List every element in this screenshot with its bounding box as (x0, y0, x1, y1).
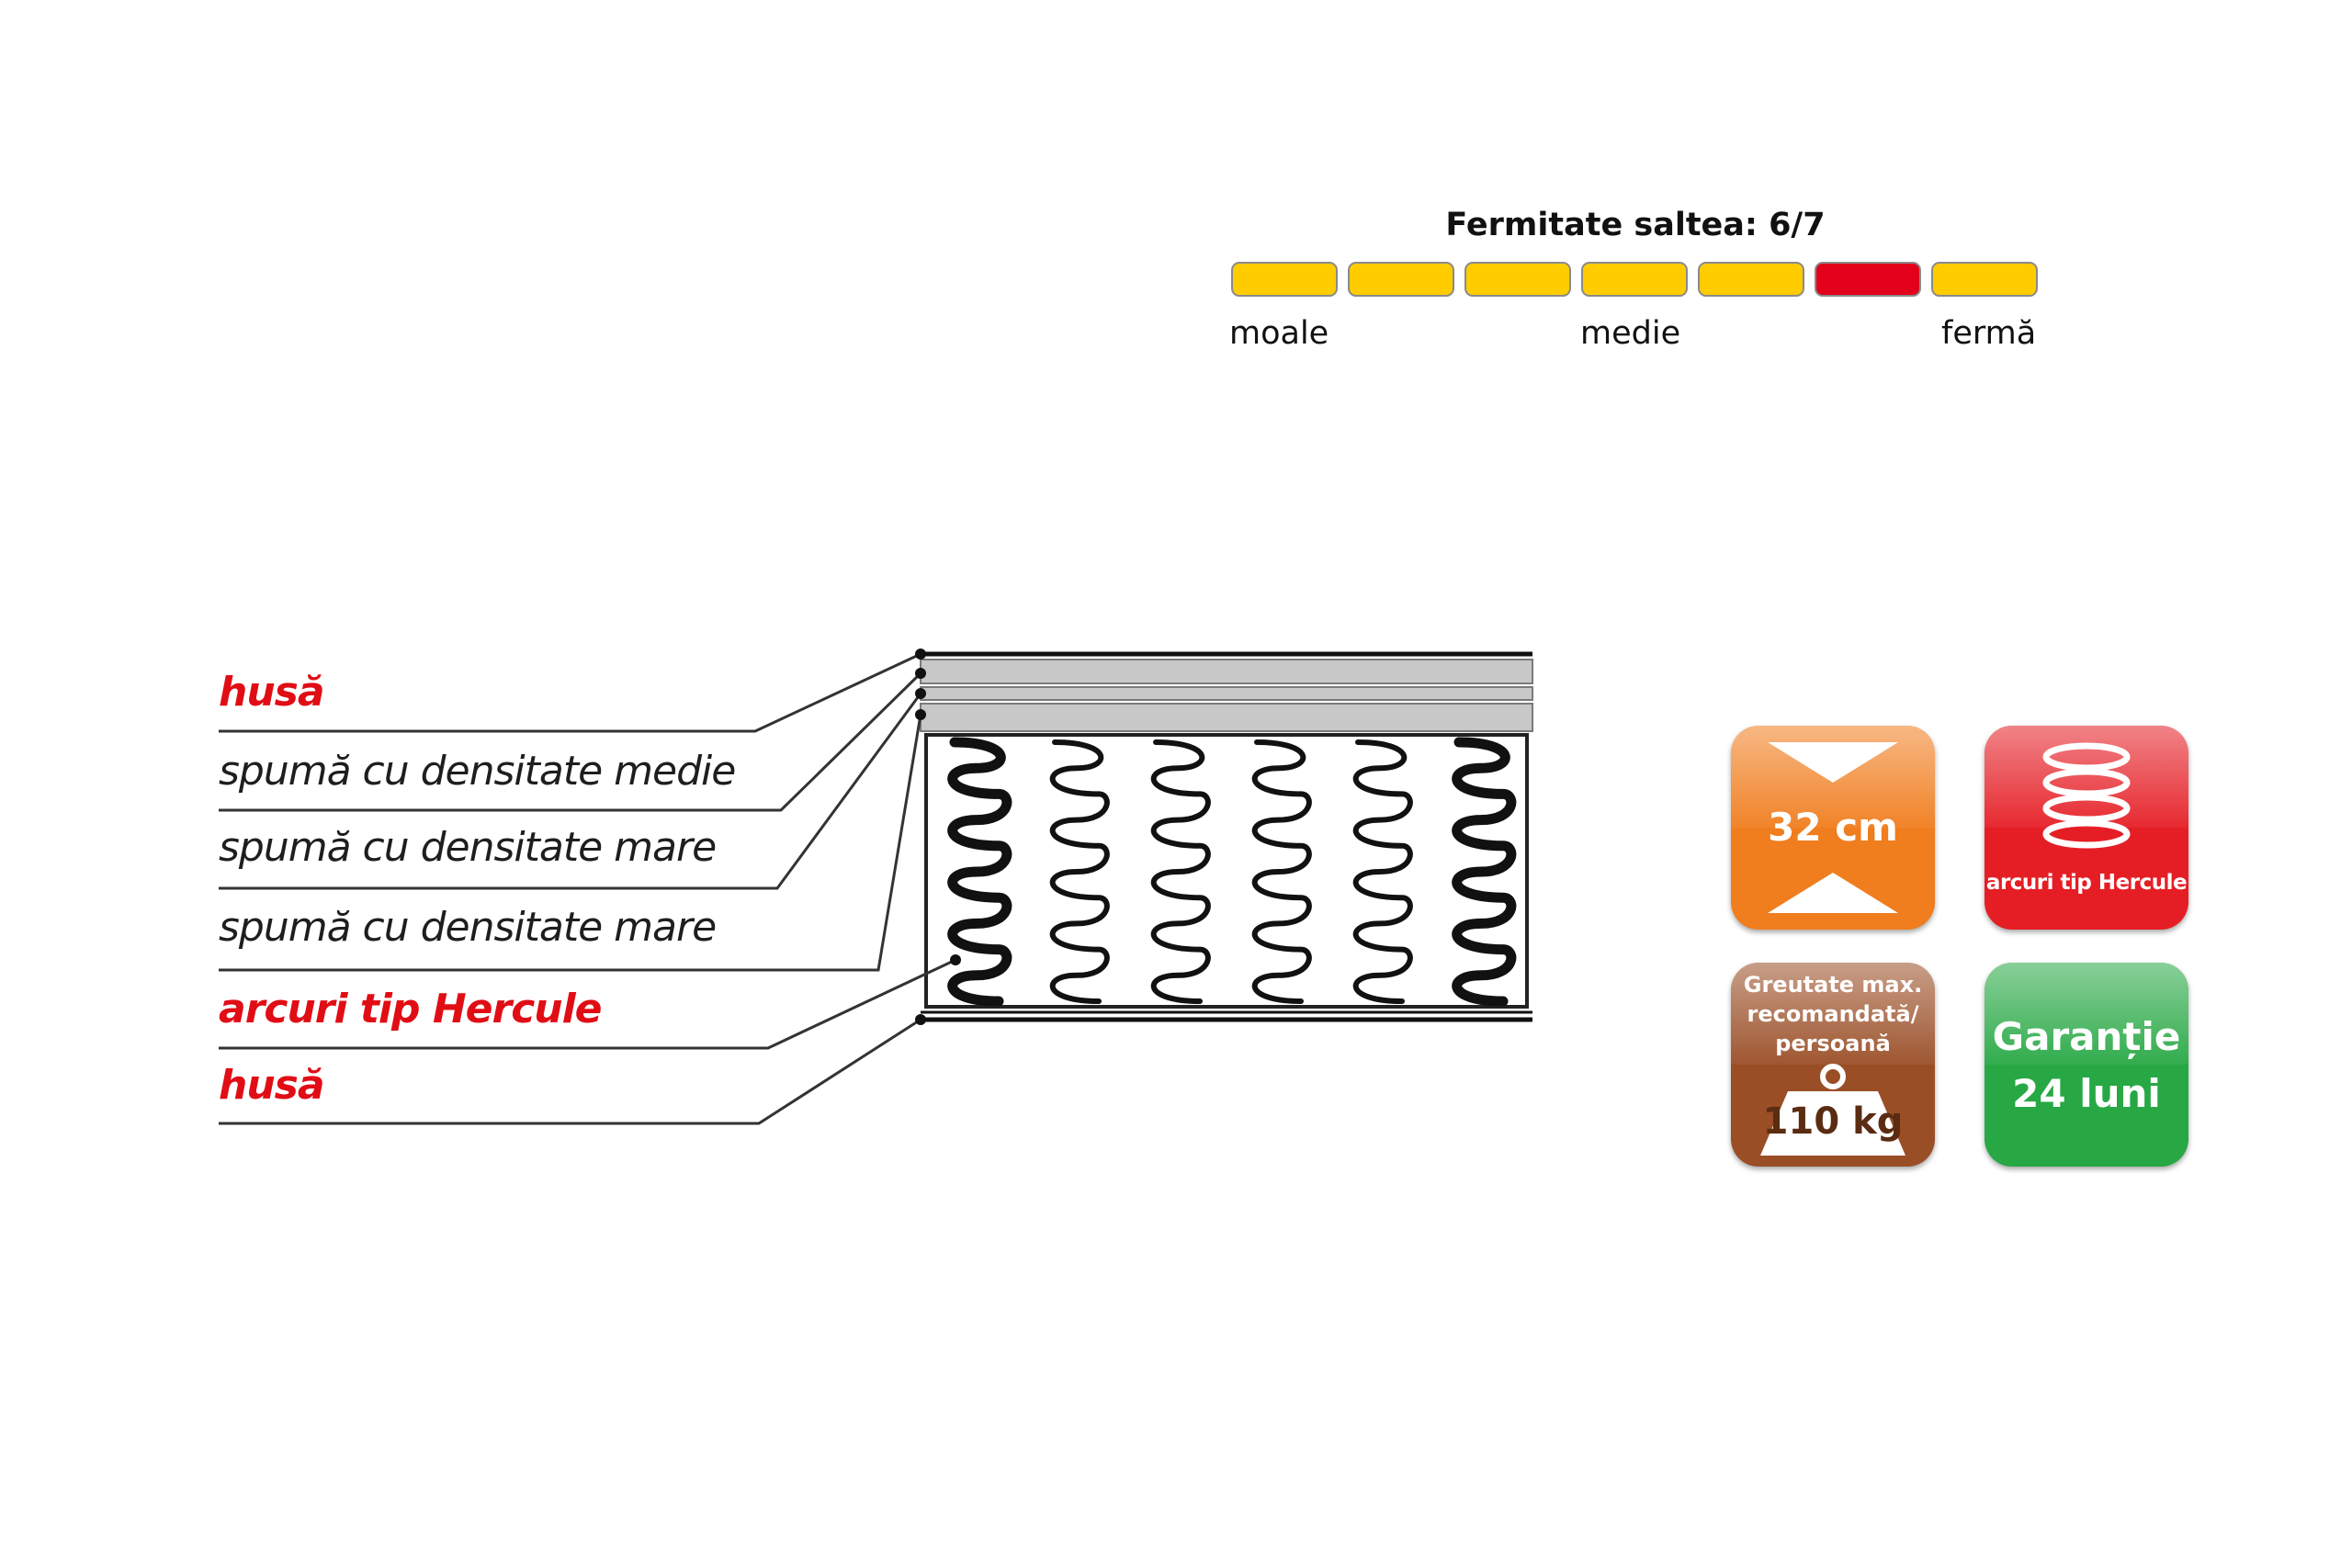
firmness-segment-1 (1231, 262, 1338, 297)
spring-coil (1049, 739, 1110, 1004)
leader-line-foam-high-1 (219, 693, 922, 890)
layer-label-foam-high-1: spumă cu densitate mare (219, 824, 717, 871)
spring-coil-icon (2042, 742, 2131, 849)
firmness-scale: Fermitate saltea: 6/7 moale medie fermă (1222, 207, 2049, 363)
spring-coil (1452, 737, 1517, 1007)
dot-foam-high-1 (915, 688, 926, 699)
weight-value: 110 kg (1762, 1100, 1904, 1143)
warranty-line-1: Garanție (1992, 1014, 2181, 1059)
springs-label: arcuri tip Hercule (1985, 871, 2188, 895)
firmness-bar (1231, 262, 2041, 299)
springs-group (947, 737, 1517, 1007)
height-value: 32 cm (1768, 805, 1898, 850)
foam-layer-high-1 (920, 686, 1533, 701)
weight-line-2: recomandată/ (1747, 1001, 1919, 1027)
dot-springs (950, 954, 961, 965)
foam-layer-medium (920, 659, 1533, 684)
dot-cover-bottom (915, 1014, 926, 1025)
leader-line-cover-top (219, 652, 922, 733)
firmness-title: Fermitate saltea: 6/7 (1445, 207, 1826, 243)
height-badge: 32 cm (1731, 726, 1935, 930)
layer-label-cover-top: husă (219, 669, 325, 716)
mattress-cross-section (219, 649, 1533, 1125)
leader-line-foam-high-2 (219, 714, 922, 972)
firmness-segment-4 (1581, 262, 1688, 297)
spring-box (924, 733, 1529, 1009)
weight-line-1: Greutate max. (1743, 972, 1923, 998)
warranty-badge: Garanție 24 luni (1984, 963, 2188, 1167)
weight-text: Greutate max. recomandată/ persoană (1731, 970, 1935, 1058)
layer-label-foam-medium: spumă cu densitate medie (219, 748, 736, 795)
firmness-segment-7 (1931, 262, 2038, 297)
warranty-text: Garanție 24 luni (1984, 1009, 2188, 1122)
leader-line-springs (219, 958, 956, 1050)
springs-badge: arcuri tip Hercule (1984, 726, 2188, 930)
dot-foam-high-2 (915, 709, 926, 720)
mattress-layer-diagram: husă spumă cu densitate medie spumă cu d… (219, 649, 1533, 1125)
firmness-label-medium: medie (1580, 315, 1681, 352)
weight-line-3: persoană (1775, 1031, 1891, 1056)
dot-foam-medium (915, 668, 926, 679)
dot-cover-top (915, 649, 926, 660)
leader-line-cover-bottom (219, 1018, 922, 1125)
spring-coil (1251, 739, 1312, 1004)
warranty-line-2: 24 luni (2012, 1071, 2161, 1116)
foam-layer-high-2 (920, 703, 1533, 732)
firmness-segment-5 (1698, 262, 1804, 297)
firmness-segment-3 (1464, 262, 1571, 297)
firmness-segment-6 (1815, 262, 1921, 297)
layer-label-cover-bottom: husă (219, 1062, 325, 1109)
firmness-segment-2 (1348, 262, 1454, 297)
firmness-label-firm: fermă (1941, 315, 2037, 352)
spring-coil (947, 737, 1012, 1007)
spring-coil (1150, 739, 1211, 1004)
firmness-label-soft: moale (1229, 315, 1329, 352)
leader-line-foam-medium (219, 671, 922, 812)
height-arrows-icon (1768, 742, 1898, 913)
spring-coil (1352, 739, 1413, 1004)
layer-label-foam-high-2: spumă cu densitate mare (219, 904, 717, 951)
weight-badge: Greutate max. recomandată/ persoană 110 … (1731, 963, 1935, 1167)
layer-label-springs: arcuri tip Hercule (219, 986, 603, 1032)
weight-icon (1760, 1064, 1905, 1156)
